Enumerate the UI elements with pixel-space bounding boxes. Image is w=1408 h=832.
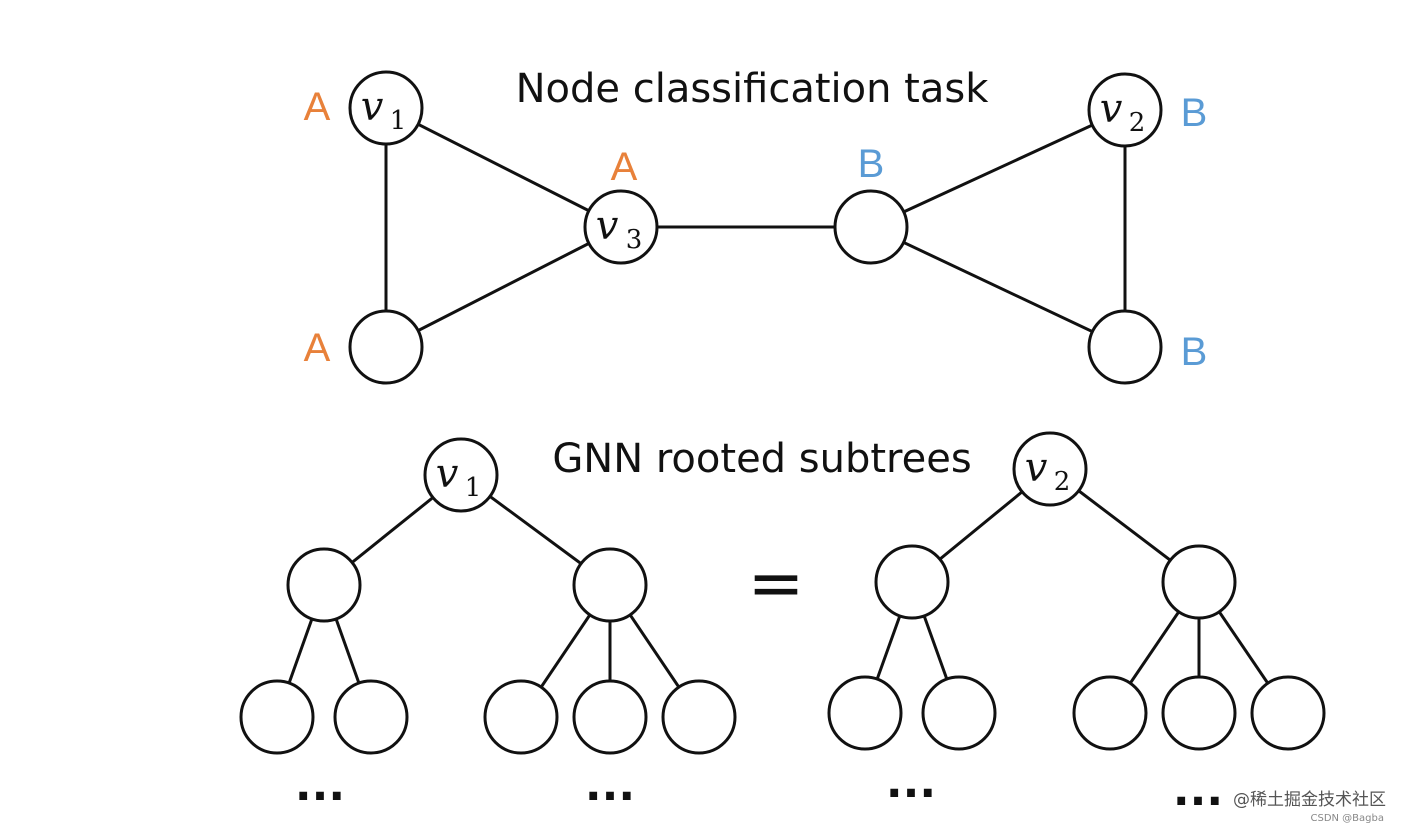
watermark: @稀土掘金技术社区 [1233,790,1386,810]
bottom-title: GNN rooted subtrees [552,436,971,482]
subtree-v1-child-left [286,547,362,623]
svg-text:v: v [596,203,619,249]
svg-text:v: v [361,84,384,130]
svg-text:v: v [436,451,459,497]
watermark-sub: CSDN @Bagba [1310,813,1384,824]
subtree-v2-leaf-5 [1250,675,1326,751]
subtree-v2-root: v 2 [1012,431,1088,507]
edge-rightmid-v2 [870,108,1126,229]
edge-bottomleft-v3 [385,225,622,349]
top-graph-edges [384,106,1127,349]
subtree-v1-leaf-3 [483,679,559,755]
svg-text:3: 3 [626,225,643,255]
node-v2: v 2 [1087,72,1163,148]
subtree-v1-leaf-1 [239,679,315,755]
equals-sign: = [748,544,805,623]
subtree-v1-leaf-4 [572,679,648,755]
node-v1: v 1 [348,70,424,146]
node-bottom-right [1087,309,1163,385]
edge-rightmid-bottomright [870,225,1126,349]
svg-text:1: 1 [465,473,482,503]
subtree-v1-leaf-5 [661,679,737,755]
svg-text:2: 2 [1129,108,1146,138]
svg-text:2: 2 [1054,467,1071,497]
class-label-v2: B [1181,91,1208,135]
top-title: Node classification task [516,66,990,112]
node-v3: v 3 [583,189,659,265]
subtree-v2-leaf-3 [1072,675,1148,751]
svg-text:1: 1 [390,106,407,136]
subtree-v2-leaf-1 [827,675,903,751]
subtree-v2-leaf-2 [921,675,997,751]
svg-text:v: v [1100,86,1123,132]
subtree-v1-leaf-2 [333,679,409,755]
subtree-v1-root: v 1 [423,437,499,513]
edge-v1-v3 [385,106,622,229]
class-label-v1: A [304,85,331,129]
ellipsis-1: ... [295,760,345,811]
subtree-v2-child-right [1161,544,1237,620]
class-label-bottom-right: B [1181,330,1208,374]
node-bottom-left [348,309,424,385]
class-label-bottom-left: A [304,326,331,370]
ellipsis-2: ... [585,760,635,811]
subtree-v2-leaf-4 [1161,675,1237,751]
class-label-right-mid: B [858,142,885,186]
ellipsis-3: ... [886,757,936,808]
node-right-mid [833,189,909,265]
class-label-v3: A [611,145,638,189]
subtree-v1-child-right [572,547,648,623]
ellipsis-4: ... [1173,765,1223,816]
subtree-v2-child-left [874,544,950,620]
svg-text:v: v [1025,445,1048,491]
